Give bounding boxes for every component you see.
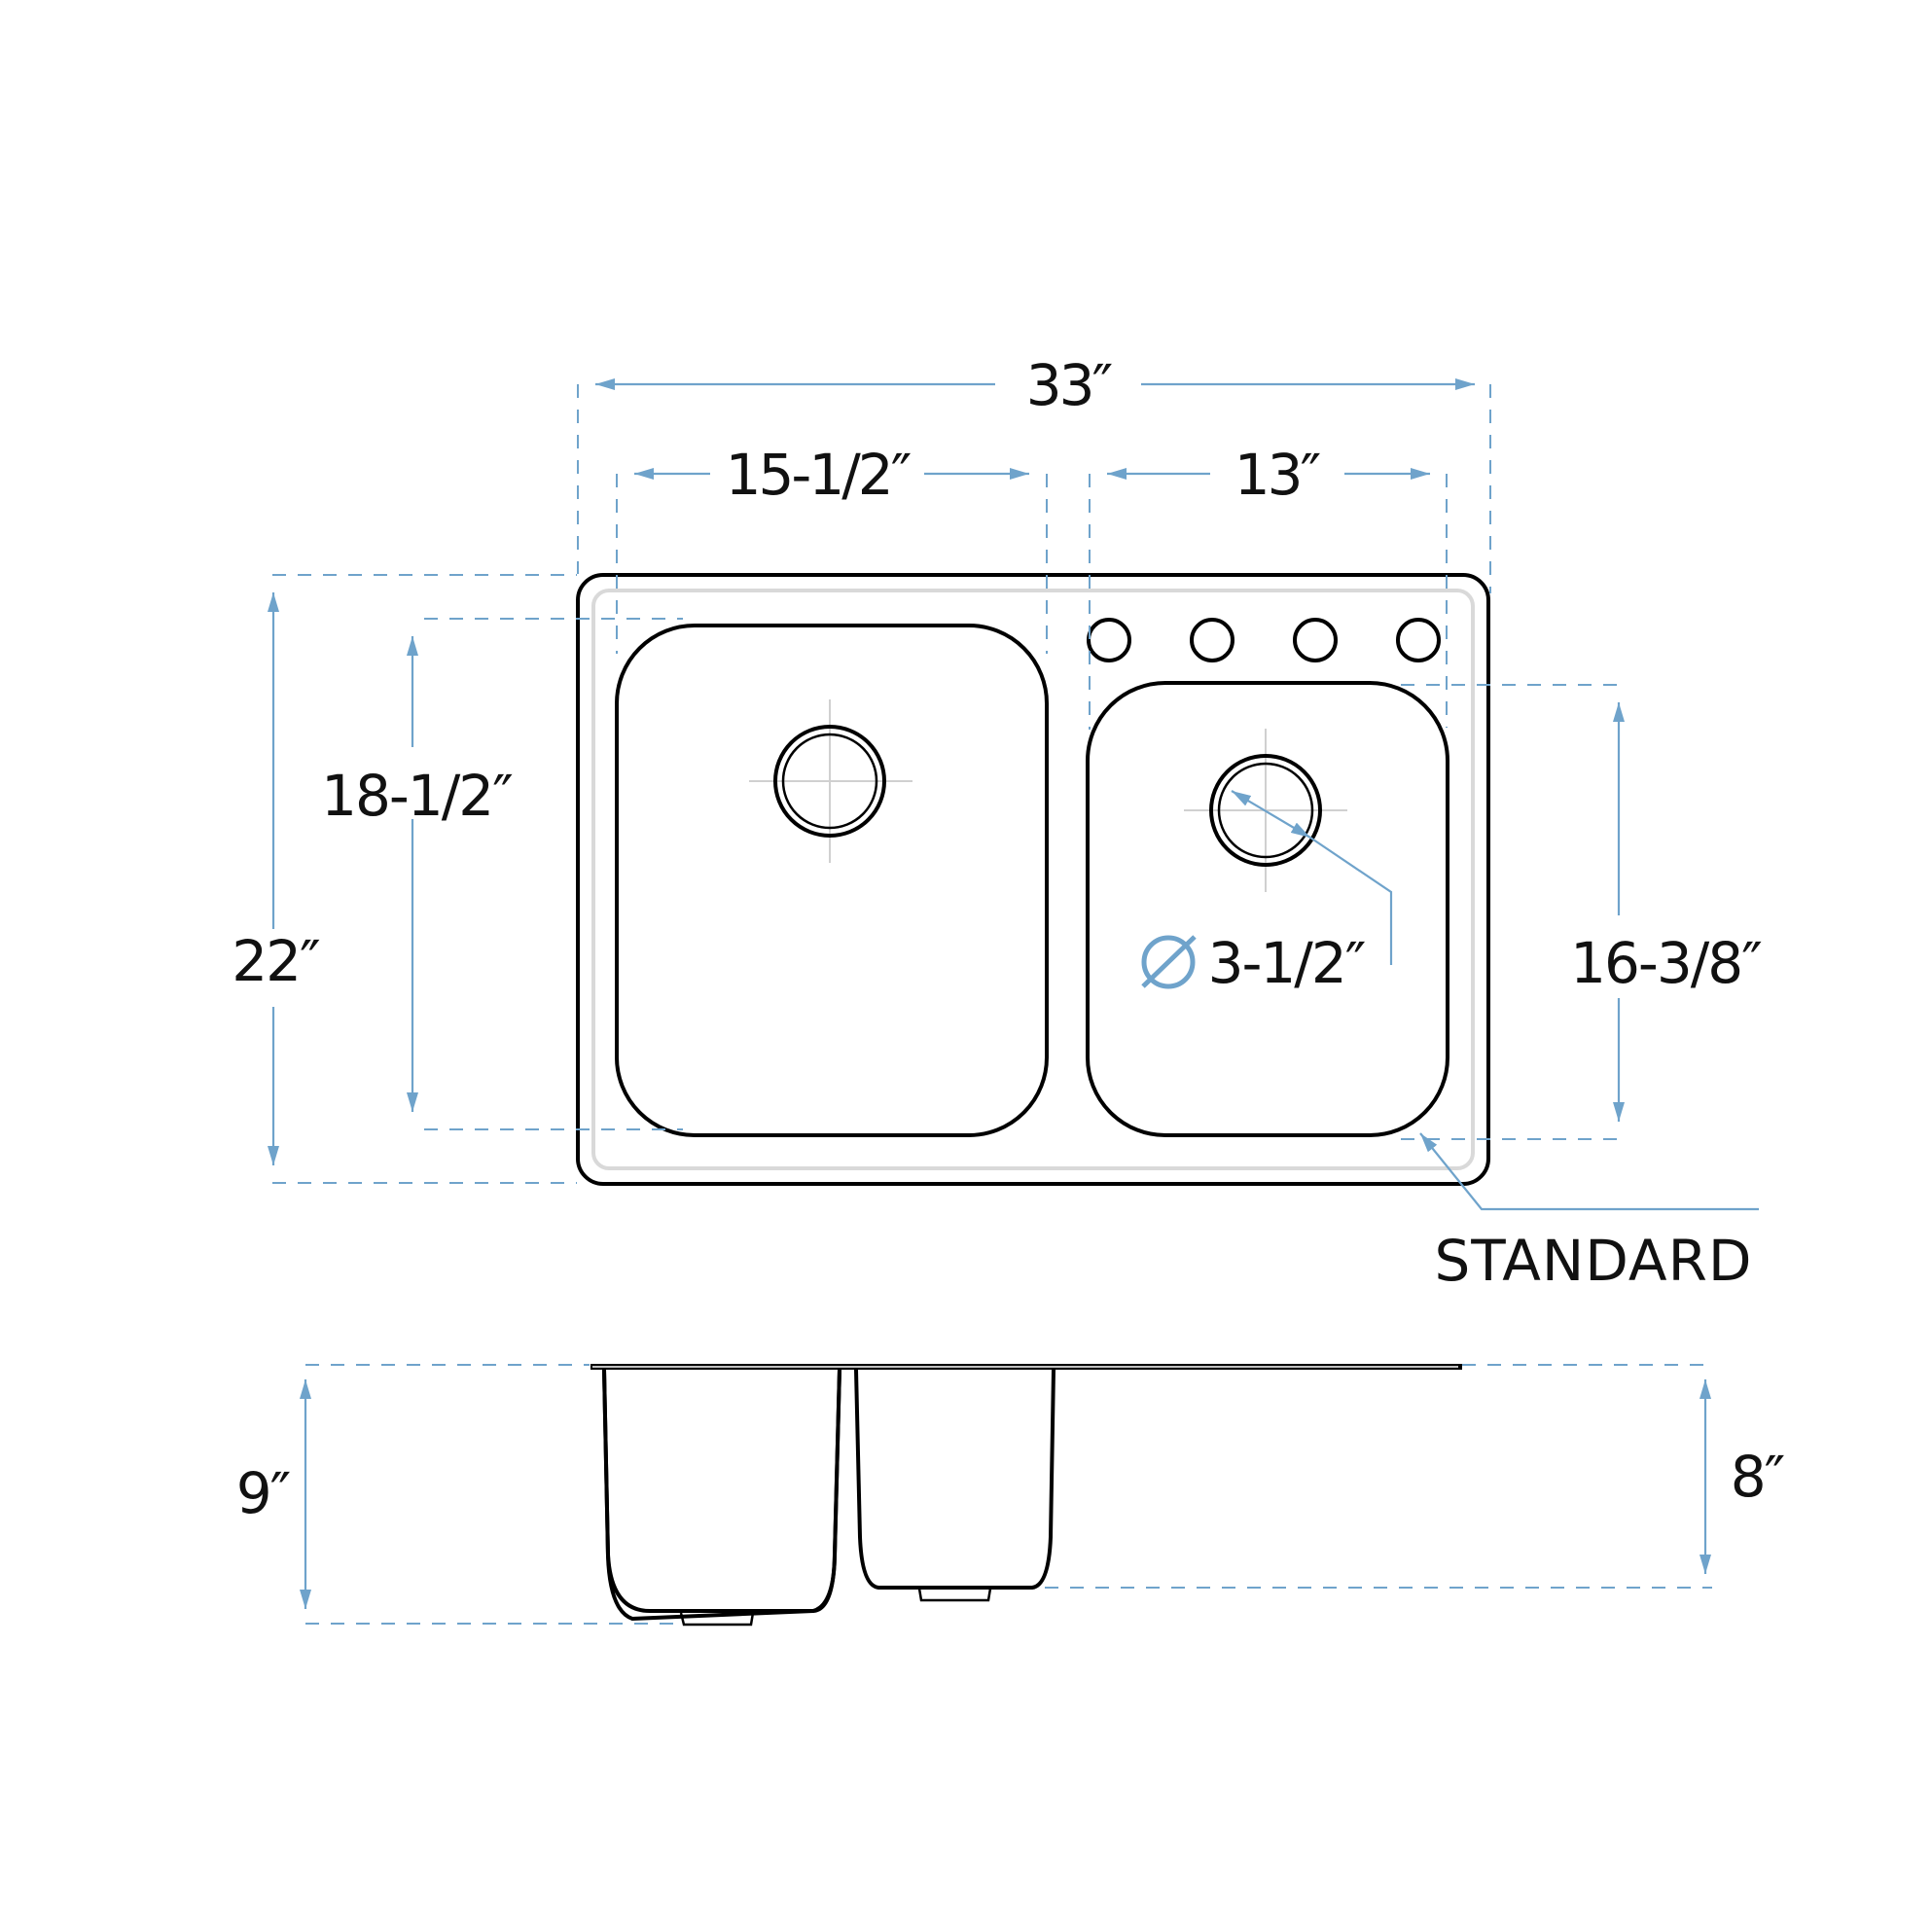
dimension-right-bowl-width: 13″ xyxy=(1107,442,1430,508)
rim-callout: STANDARD xyxy=(1419,1132,1759,1294)
left-bowl-outline xyxy=(615,624,1049,1137)
top-view xyxy=(576,573,1490,1186)
side-left-drain xyxy=(679,1612,755,1627)
extension-lines-top xyxy=(272,384,1620,1184)
side-right-bowl xyxy=(854,1369,1055,1590)
faucet-hole-2 xyxy=(1190,618,1234,662)
dimension-left-bowl-depth: 18-1/2″ xyxy=(321,636,515,1112)
sink-deck-outline xyxy=(576,573,1490,1186)
right-bowl-width-label: 13″ xyxy=(1234,442,1321,508)
diameter-icon xyxy=(1141,935,1197,989)
side-view xyxy=(590,1364,1462,1627)
dimension-left-side-depth: 9″ xyxy=(236,1379,311,1609)
left-bowl-depth-label: 18-1/2″ xyxy=(321,763,513,829)
faucet-hole-1 xyxy=(1087,618,1131,662)
left-bowl-side-depth-label: 9″ xyxy=(236,1460,291,1526)
rim-callout-label: STANDARD xyxy=(1434,1228,1752,1294)
dimension-22-depth: 22″ xyxy=(232,592,322,1165)
extension-lines-side xyxy=(305,1364,1712,1625)
overall-depth-label: 22″ xyxy=(232,928,320,994)
faucet-holes xyxy=(1087,618,1441,662)
dimension-right-bowl-depth: 16-3/8″ xyxy=(1570,702,1764,1122)
left-drain xyxy=(749,699,912,863)
right-bowl-depth-label: 16-3/8″ xyxy=(1570,930,1762,996)
faucet-hole-3 xyxy=(1293,618,1338,662)
right-bowl-side-depth-label: 8″ xyxy=(1731,1444,1785,1510)
overall-width-label: 33″ xyxy=(1026,352,1113,418)
side-right-drain xyxy=(917,1588,992,1602)
sink-rim-outline xyxy=(591,589,1475,1170)
side-left-bowl xyxy=(602,1369,841,1621)
dimension-left-bowl-width: 15-1/2″ xyxy=(634,442,1029,508)
right-bowl-outline xyxy=(1086,681,1449,1137)
left-bowl-width-label: 15-1/2″ xyxy=(726,442,912,508)
drain-diameter-label: 3-1/2″ xyxy=(1208,930,1366,996)
drain-diameter-callout: 3-1/2″ xyxy=(1141,790,1393,996)
dimension-right-side-depth: 8″ xyxy=(1699,1379,1787,1574)
faucet-hole-4 xyxy=(1396,618,1441,662)
dimension-33-width: 33″ xyxy=(595,352,1475,418)
